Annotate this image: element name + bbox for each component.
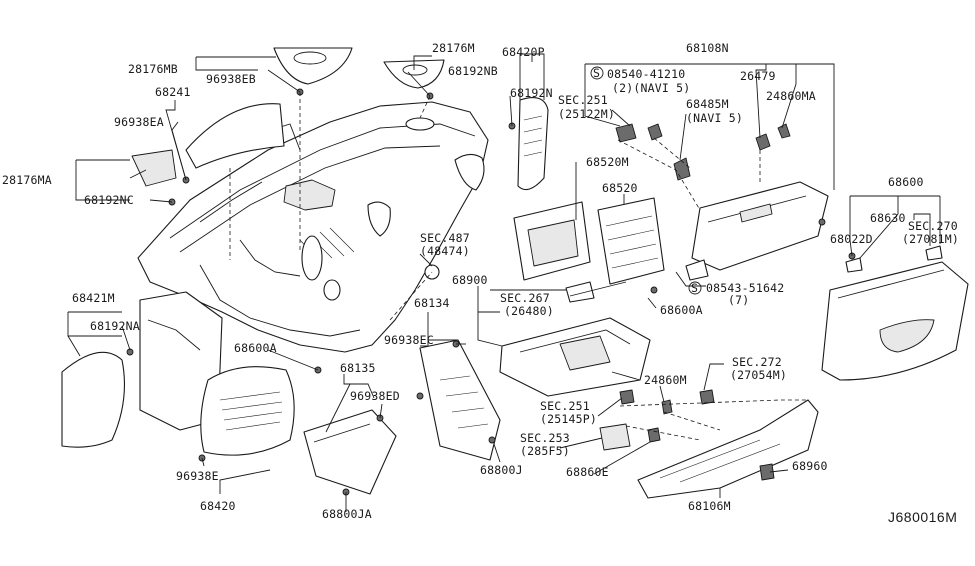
label-68520M: 68520M — [586, 155, 629, 169]
label-sec253: SEC.253 — [520, 431, 570, 445]
label-68134: 68134 — [414, 296, 450, 310]
left-end-panel — [61, 351, 126, 448]
label-96938ED: 96938ED — [350, 389, 400, 403]
lower-panel-left — [303, 409, 397, 495]
label-28176M: 28176M — [432, 41, 475, 55]
label-68800JA: 68800JA — [322, 507, 372, 521]
knee-panel-center — [419, 339, 501, 461]
label-96938EA: 96938EA — [114, 115, 164, 129]
label-68420P: 68420P — [502, 45, 545, 59]
label-68106M: 68106M — [688, 499, 731, 513]
part-labels: 28176MB 96938EB 28176M 68192NB 68420P 68… — [2, 41, 959, 521]
part-illustrations — [61, 47, 969, 499]
glovebox-upper — [691, 181, 829, 271]
label-68600A-left: 68600A — [234, 341, 277, 355]
label-68600: 68600 — [888, 175, 924, 189]
label-68022D: 68022D — [830, 232, 873, 246]
label-68900: 68900 — [452, 273, 488, 287]
label-sec267-code: (26480) — [504, 304, 554, 318]
label-08540-41210: 08540-41210 — [607, 67, 685, 81]
leader-lines — [67, 53, 941, 512]
lower-cover-right — [637, 399, 819, 499]
label-68420: 68420 — [200, 499, 236, 513]
switch-panel — [597, 197, 665, 285]
screw-symbol-2: S — [691, 281, 698, 295]
label-68192NA: 68192NA — [90, 319, 140, 333]
label-24860M: 24860M — [644, 373, 687, 387]
label-68860E: 68860E — [566, 465, 609, 479]
label-68485M: 68485M — [686, 97, 729, 111]
label-24860MA: 24860MA — [766, 89, 816, 103]
label-68960: 68960 — [792, 459, 828, 473]
label-sec487-code: (48474) — [420, 244, 470, 258]
screw-symbol-1: S — [593, 66, 600, 80]
label-68600A-right: 68600A — [660, 303, 703, 317]
label-68485M-note: (NAVI 5) — [686, 111, 743, 125]
label-sec487: SEC.487 — [420, 231, 470, 245]
label-96938E: 96938E — [176, 469, 219, 483]
label-28176MA: 28176MA — [2, 173, 52, 187]
side-speaker-cover — [131, 149, 177, 187]
label-08540-qty: (2)(NAVI 5) — [612, 81, 690, 95]
label-68800J: 68800J — [480, 463, 523, 477]
speaker-grille-top — [273, 47, 353, 85]
label-68192NB: 68192NB — [448, 64, 498, 78]
screw-symbols: S S — [590, 66, 702, 295]
label-96938EB: 96938EB — [206, 72, 256, 86]
label-08543-qty: (7) — [728, 293, 749, 307]
label-sec270: SEC.270 — [908, 219, 958, 233]
label-sec267: SEC.267 — [500, 291, 550, 305]
label-sec251-a: SEC.251 — [558, 93, 608, 107]
label-26479: 26479 — [740, 69, 776, 83]
vent-bezel-right — [517, 97, 549, 191]
label-08543-51642: 08543-51642 — [706, 281, 784, 295]
label-68108N: 68108N — [686, 41, 729, 55]
label-sec270-code: (27081M) — [902, 232, 959, 246]
label-68520: 68520 — [602, 181, 638, 195]
label-sec251-b: SEC.251 — [540, 399, 590, 413]
label-sec253-code: (285F5) — [520, 444, 570, 458]
label-sec272-code: (27054M) — [730, 368, 787, 382]
label-96938EC: 96938EC — [384, 333, 434, 347]
label-sec251-b-code: (25145P) — [540, 412, 597, 426]
glovebox-lower — [821, 261, 969, 381]
label-68135: 68135 — [340, 361, 376, 375]
diagram-reference-code: J680016M — [888, 509, 957, 525]
label-68421M: 68421M — [72, 291, 115, 305]
label-28176MB: 28176MB — [128, 62, 178, 76]
label-sec251-a-code: (25122M) — [558, 107, 615, 121]
instrument-panel-drawing — [137, 101, 489, 353]
label-sec272: SEC.272 — [732, 355, 782, 369]
speaker-grille-right — [383, 59, 445, 89]
label-68192N: 68192N — [510, 86, 553, 100]
label-68192NC: 68192NC — [84, 193, 134, 207]
cluster-hood — [200, 366, 295, 456]
label-68241: 68241 — [155, 85, 191, 99]
label-68630: 68630 — [870, 211, 906, 225]
